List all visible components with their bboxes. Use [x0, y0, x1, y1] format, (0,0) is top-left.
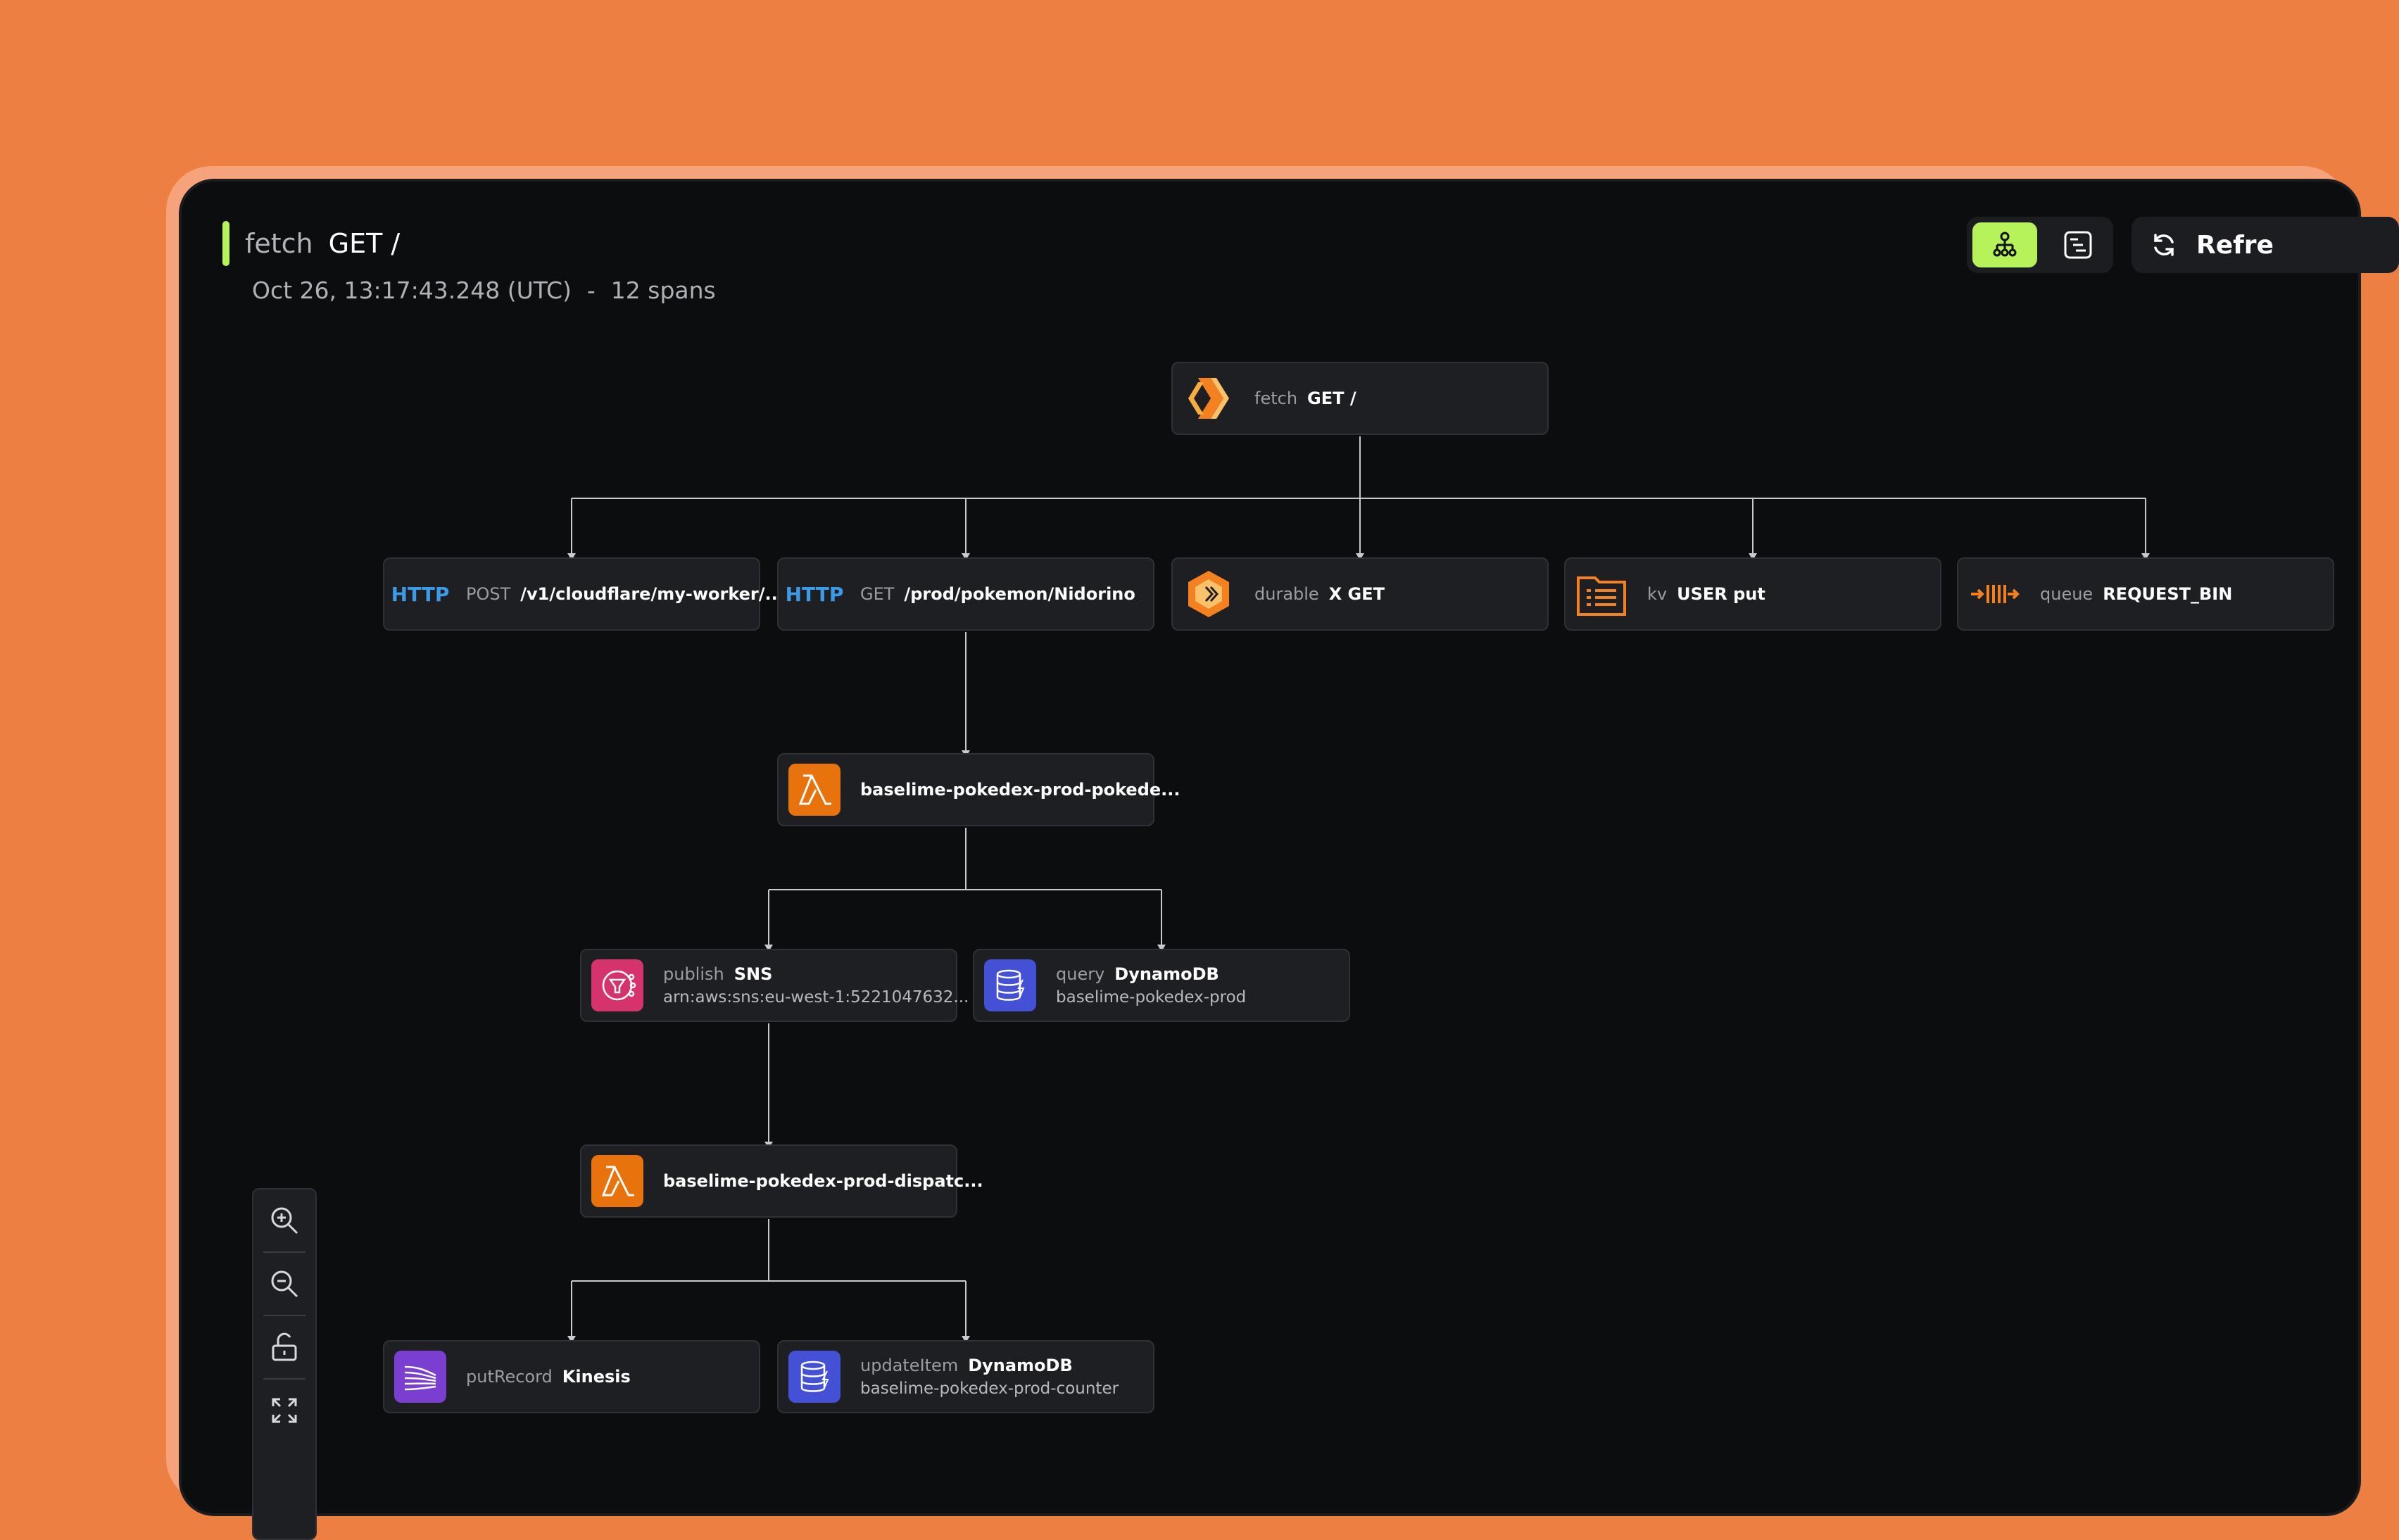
zoom-out-icon [271, 1270, 298, 1298]
span-edges [567, 436, 2150, 1343]
span-node-kinesis[interactable]: putRecord Kinesis [383, 1340, 760, 1413]
zoom-in-button[interactable] [253, 1189, 315, 1251]
trace-meta: Oct 26, 13:17:43.248 (UTC) - 12 spans [252, 277, 716, 304]
span-name: GET / [1307, 389, 1356, 408]
span-kind: fetch [1254, 389, 1298, 408]
edge-arrowheads [567, 553, 2150, 1343]
zoom-divider [263, 1315, 306, 1316]
queue-icon [1968, 568, 2020, 620]
span-kind: updateItem [860, 1356, 959, 1375]
tree-view-icon [1993, 232, 2017, 257]
span-kind: kv [1647, 584, 1668, 604]
http-icon: HTTP [391, 582, 450, 606]
edge-lambda-bus [768, 828, 1162, 946]
span-queue-line: queue REQUEST_BIN [2040, 584, 2232, 604]
durable-object-icon [1183, 568, 1235, 620]
unlock-icon [272, 1332, 297, 1361]
span-kind: publish [663, 964, 724, 984]
zoom-out-button[interactable] [253, 1253, 315, 1315]
span-kind: POST [466, 584, 511, 604]
span-http-get-line: GET/prod/pokemon/Nidorino [860, 584, 1135, 604]
trace-name: GET / [328, 228, 401, 259]
http-icon: HTTP [785, 582, 844, 606]
refresh-label: Refre [2196, 230, 2274, 260]
sns-icon [591, 959, 643, 1011]
span-dynamo-update-line: updateItem DynamoDB [860, 1356, 1119, 1375]
tree-view-button[interactable] [1972, 222, 2037, 267]
span-name: DynamoDB [968, 1356, 1073, 1375]
span-name: USER put [1677, 584, 1765, 604]
trace-kind: fetch [245, 228, 313, 259]
span-kv-line: kv USER put [1647, 584, 1765, 604]
timeline-view-icon [2064, 231, 2092, 259]
zoom-divider [263, 1378, 306, 1380]
span-name: /v1/cloudflare/my-worker/... [520, 584, 784, 604]
span-node-dynamo-query[interactable]: query DynamoDB baselime-pokedex-prod [973, 949, 1350, 1022]
span-node-kv[interactable]: kv USER put [1564, 557, 1941, 631]
lock-button[interactable] [253, 1316, 315, 1378]
kinesis-icon [394, 1351, 446, 1403]
span-node-sns[interactable]: publish SNS arn:aws:sns:eu-west-1:5221047… [580, 949, 969, 1022]
trace-title: fetch GET / [222, 221, 400, 266]
kv-icon [1575, 568, 1627, 620]
dynamodb-icon [984, 959, 1036, 1011]
span-kind: queue [2040, 584, 2093, 604]
meta-separator: - [586, 277, 596, 304]
title-accent-bar [222, 221, 229, 266]
cloudflare-worker-icon [1183, 372, 1235, 424]
span-sns-line: publish SNS [663, 964, 945, 984]
lambda-icon [788, 764, 840, 816]
span-name: X GET [1328, 584, 1385, 604]
zoom-in-icon [271, 1207, 298, 1235]
span-count: 12 spans [610, 277, 716, 304]
span-dynamo-query-line: query DynamoDB [1056, 964, 1246, 984]
refresh-button[interactable]: Refre [2132, 217, 2399, 273]
span-detail: baselime-pokedex-prod-counter [860, 1380, 1119, 1398]
span-name: SNS [733, 964, 773, 984]
dynamodb-icon [788, 1351, 840, 1403]
span-kinesis-line: putRecord Kinesis [466, 1367, 631, 1387]
span-node-http-get[interactable]: HTTP GET/prod/pokemon/Nidorino [777, 557, 1154, 631]
timeline-view-button[interactable] [2046, 222, 2110, 267]
fit-view-icon [272, 1398, 297, 1423]
span-detail: arn:aws:sns:eu-west-1:5221047632... [663, 988, 969, 1006]
view-toggle [1967, 217, 2113, 273]
span-node-http-post[interactable]: HTTP POST/v1/cloudflare/my-worker/... [383, 557, 784, 631]
span-node-root[interactable]: fetch GET / [1171, 362, 1549, 435]
span-root-line: fetch GET / [1254, 389, 1356, 408]
edge-root-bus [572, 436, 2146, 499]
span-name: baselime-pokedex-prod-dispatc... [663, 1171, 983, 1191]
trace-timestamp: Oct 26, 13:17:43.248 (UTC) [252, 277, 572, 304]
span-kind: GET [860, 584, 895, 604]
span-name: baselime-pokedex-prod-pokede... [860, 780, 1180, 800]
span-kind: putRecord [466, 1367, 553, 1387]
span-name: DynamoDB [1114, 964, 1219, 984]
refresh-icon [2154, 234, 2174, 256]
span-kind: durable [1254, 584, 1319, 604]
fit-view-button[interactable] [253, 1380, 315, 1441]
span-node-lambda-pokedex[interactable]: baselime-pokedex-prod-pokede... [777, 753, 1180, 826]
edge-dispatch-bus [571, 1219, 966, 1337]
span-name: Kinesis [562, 1367, 631, 1387]
span-kind: query [1056, 964, 1105, 984]
span-node-lambda-dispatch[interactable]: baselime-pokedex-prod-dispatc... [580, 1144, 983, 1218]
span-detail: baselime-pokedex-prod [1056, 988, 1247, 1006]
span-http-post-line: POST/v1/cloudflare/my-worker/... [466, 584, 784, 604]
trace-window: fetch GET / Oct 26, 13:17:43.248 (UTC) -… [179, 179, 2399, 1540]
lambda-icon [591, 1155, 643, 1207]
span-name: REQUEST_BIN [2103, 584, 2233, 604]
zoom-divider [263, 1251, 306, 1253]
span-node-queue[interactable]: queue REQUEST_BIN [1957, 557, 2334, 631]
zoom-controls [252, 1188, 317, 1540]
span-name: /prod/pokemon/Nidorino [904, 584, 1135, 604]
span-node-dynamo-update[interactable]: updateItem DynamoDB baselime-pokedex-prod… [777, 1340, 1154, 1413]
span-node-durable[interactable]: durable X GET [1171, 557, 1549, 631]
span-durable-line: durable X GET [1254, 584, 1385, 604]
